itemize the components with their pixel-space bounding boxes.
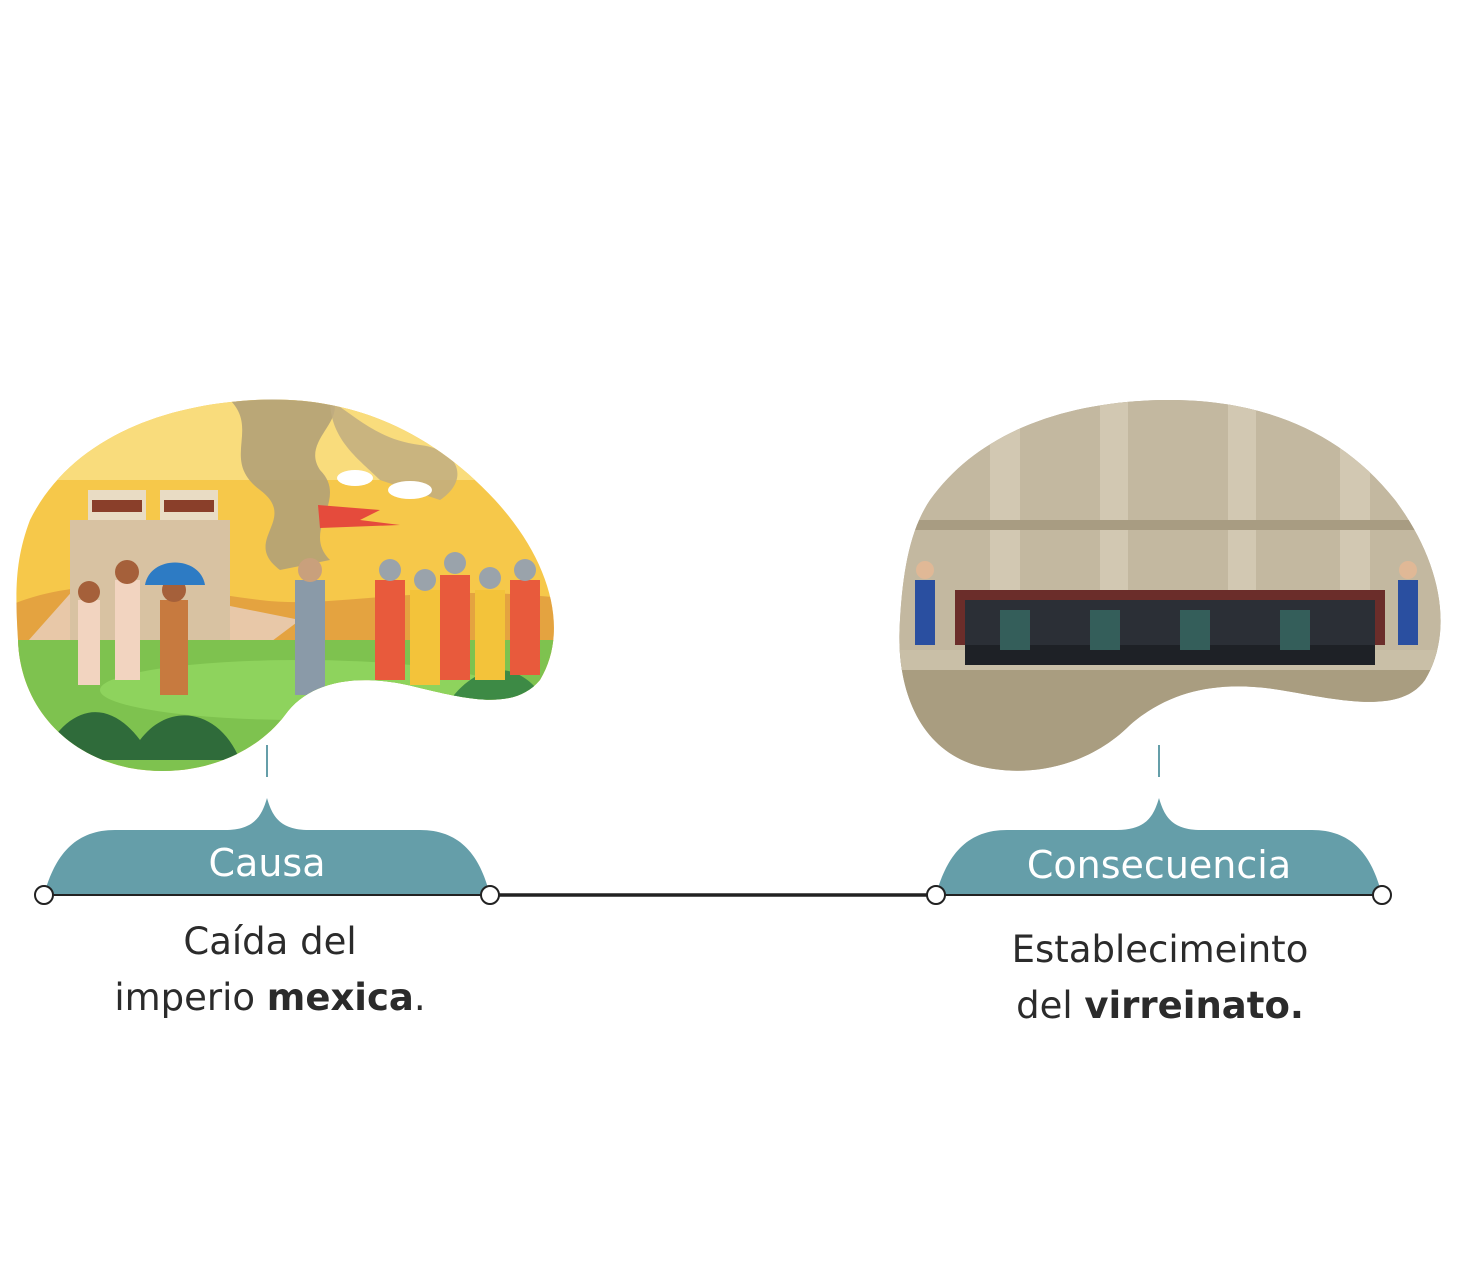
cause-text-tail: . xyxy=(413,976,426,1019)
consequence-label: Consecuencia xyxy=(1027,843,1291,887)
consequence-text-bold: virreinato. xyxy=(1084,984,1304,1027)
consequence-start-node xyxy=(926,885,946,905)
cause-label-shape xyxy=(44,798,490,895)
cause-label: Causa xyxy=(209,841,326,885)
cause-text-regular: imperio xyxy=(114,976,267,1019)
cause-start-node xyxy=(34,885,54,905)
cause-text-bold: mexica xyxy=(266,976,414,1019)
consequence-description: Establecimeinto del virreinato. xyxy=(950,922,1370,1034)
cause-description-line2: imperio mexica. xyxy=(60,970,480,1026)
consequence-text-regular: del xyxy=(1016,984,1085,1027)
consequence-illustration xyxy=(899,400,1441,771)
cause-end-node xyxy=(480,885,500,905)
cause-illustration xyxy=(16,399,554,772)
cause-description-line1: Caída del xyxy=(183,920,357,963)
consequence-description-line2: del virreinato. xyxy=(950,978,1370,1034)
consequence-label-shape xyxy=(936,798,1382,895)
cause-description: Caída del imperio mexica. xyxy=(60,914,480,1026)
consequence-description-line1: Establecimeinto xyxy=(1011,928,1309,971)
consequence-end-node xyxy=(1372,885,1392,905)
